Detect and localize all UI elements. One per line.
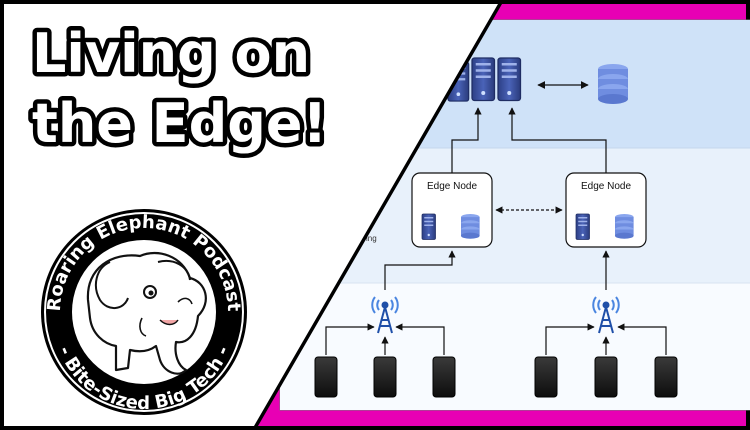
device-band	[280, 283, 750, 410]
edge-database-icon	[615, 214, 634, 239]
phone-icon	[432, 356, 456, 398]
edge-node-2: Edge Node	[565, 172, 647, 248]
phone-icon	[594, 356, 618, 398]
cell-tower-icon	[371, 296, 399, 334]
edge-node-label: Edge Node	[427, 181, 477, 192]
podcast-logo: Roaring Elephant Podcast - Bite-Sized Bi…	[41, 209, 247, 415]
edge-server-icon	[575, 213, 590, 240]
edge-node-1: Edge Node	[411, 172, 493, 248]
partial-label: ing	[366, 234, 377, 243]
elephant-icon	[86, 251, 207, 375]
phone-icon	[534, 356, 558, 398]
headline-line-1: Living on	[32, 22, 310, 85]
phone-icon	[314, 356, 338, 398]
edge-server-icon	[421, 213, 436, 240]
phone-icon	[373, 356, 397, 398]
edge-database-icon	[461, 214, 480, 239]
phone-icon	[654, 356, 678, 398]
cell-tower-icon	[592, 296, 620, 334]
edge-node-label: Edge Node	[581, 181, 631, 192]
headline-line-2: the Edge!	[32, 92, 327, 155]
cloud-database-icon	[598, 64, 628, 104]
